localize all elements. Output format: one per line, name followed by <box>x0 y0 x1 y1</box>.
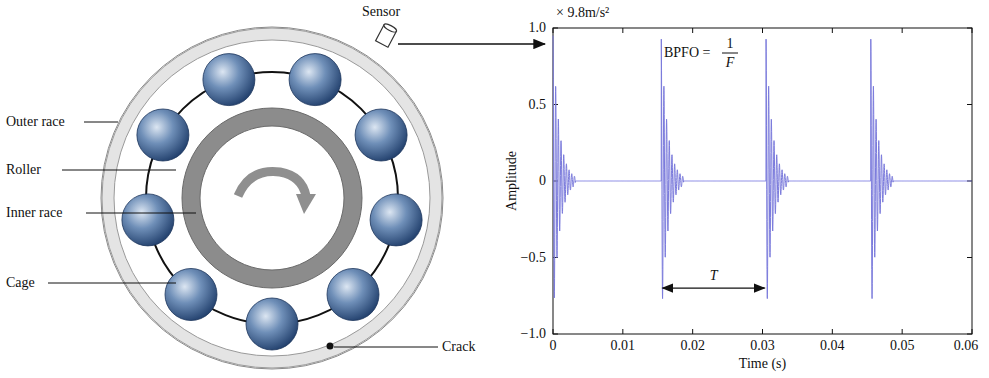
tick <box>622 28 623 33</box>
axis-ticks <box>553 28 972 334</box>
tick <box>762 329 763 334</box>
fraction-bar <box>722 53 738 54</box>
roller <box>246 298 298 350</box>
tick-label: 0.01 <box>611 338 636 354</box>
tick <box>972 329 973 334</box>
tick-label: 0.05 <box>890 338 915 354</box>
inner-race <box>182 108 362 288</box>
tick-label: −0.5 <box>521 250 546 266</box>
tick-label: 0 <box>550 338 557 354</box>
leader-line <box>334 347 438 348</box>
tick <box>967 334 972 335</box>
tick <box>622 329 623 334</box>
outer-race <box>102 28 442 368</box>
leader-line <box>86 213 196 214</box>
tick-label: 0.06 <box>954 338 979 354</box>
tick <box>967 257 972 258</box>
chart-label: 1 <box>727 36 734 52</box>
signal-trace <box>553 36 972 299</box>
tick-label: 0.04 <box>820 338 845 354</box>
rollers <box>122 54 422 350</box>
outer-race-bore <box>114 40 430 356</box>
part-label: Outer race <box>6 114 65 130</box>
tick <box>832 28 833 33</box>
tick-label: 0.03 <box>750 338 775 354</box>
tick <box>692 329 693 334</box>
tick <box>902 28 903 33</box>
part-label: Crack <box>442 339 475 355</box>
part-label: Sensor <box>362 4 400 20</box>
cage <box>146 72 398 324</box>
outer-race-edge <box>101 27 443 369</box>
rotation-arrowhead <box>296 194 316 214</box>
chart-label: × 9.8m/s² <box>556 5 609 21</box>
chart-label: Time (s) <box>739 356 786 372</box>
tick-label: −1.0 <box>521 326 546 342</box>
tick <box>902 329 903 334</box>
crack-mark <box>327 343 334 350</box>
tick <box>553 28 558 29</box>
part-label: Roller <box>6 162 41 178</box>
tick <box>553 28 554 33</box>
chart-label: T <box>710 268 718 284</box>
roller <box>165 269 217 321</box>
leader-line <box>48 283 176 284</box>
part-label: Cage <box>6 275 35 291</box>
roller <box>122 194 174 246</box>
inner-race-bore <box>200 126 344 270</box>
tick-label: 0.02 <box>680 338 705 354</box>
tick <box>692 28 693 33</box>
tick <box>762 28 763 33</box>
roller <box>203 54 255 106</box>
roller <box>355 109 407 161</box>
roller <box>370 194 422 246</box>
part-label: Inner race <box>6 205 62 221</box>
tick-label: 1.0 <box>529 20 547 36</box>
roller <box>289 54 341 106</box>
tick <box>553 329 554 334</box>
chart-label: BPFO = <box>664 45 710 61</box>
tick <box>967 28 972 29</box>
plot-frame <box>553 28 972 334</box>
tick <box>553 334 558 335</box>
tick <box>967 104 972 105</box>
leader-line <box>62 170 176 171</box>
tick <box>832 329 833 334</box>
sensor <box>376 23 398 48</box>
rotation-arrow <box>238 172 306 197</box>
tick <box>972 28 973 33</box>
signal-arrow <box>398 43 545 44</box>
roller <box>137 109 189 161</box>
leader-line <box>84 122 118 123</box>
chart-label: Amplitude <box>504 151 520 211</box>
tick-label: 0 <box>539 173 546 189</box>
tick-label: 0.5 <box>529 97 547 113</box>
chart-label: F <box>726 55 735 71</box>
period-arrow <box>663 288 765 289</box>
roller <box>327 269 379 321</box>
